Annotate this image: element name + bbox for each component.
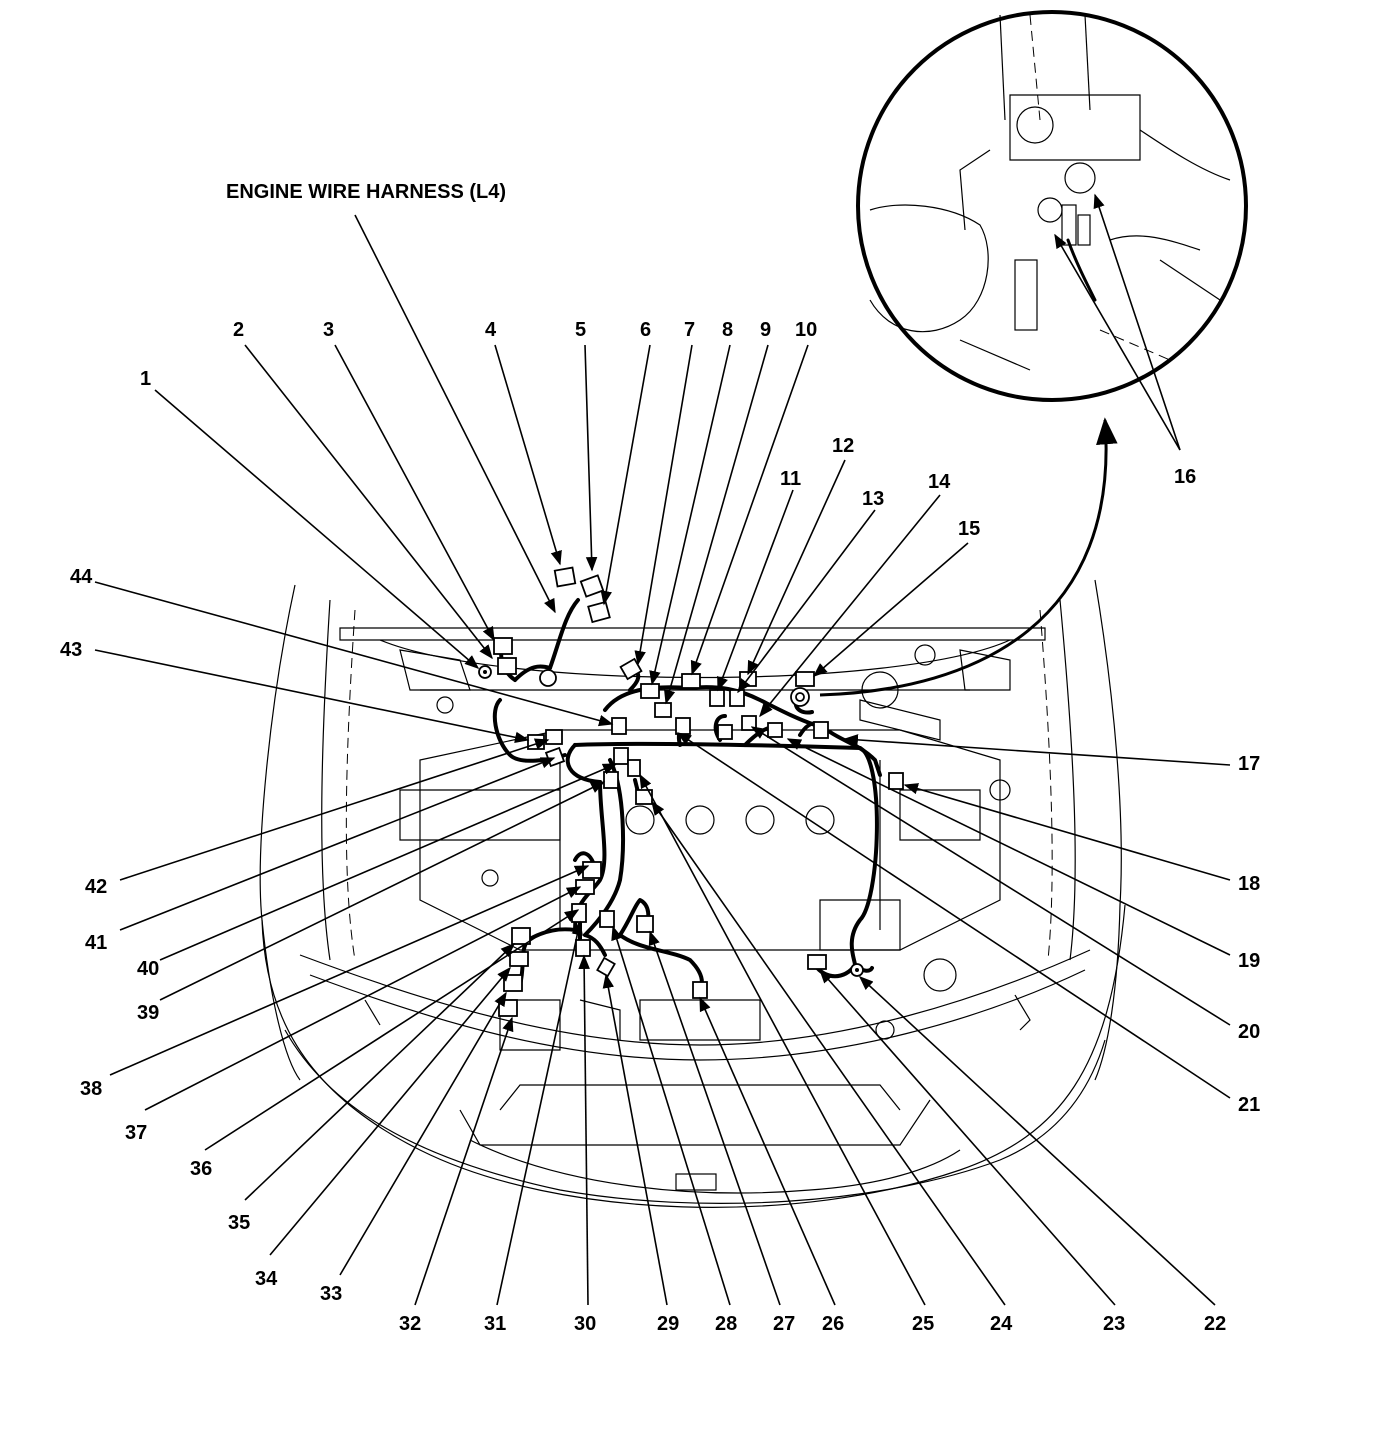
callout-23: 23 [1103,1313,1125,1335]
callout-29: 29 [657,1313,679,1335]
callout-2: 2 [233,319,244,341]
callout-9: 9 [760,319,771,341]
callout-16: 16 [1174,466,1196,488]
callout-25: 25 [912,1313,934,1335]
callout-43: 43 [60,639,82,661]
callout-14: 14 [928,471,951,493]
callout-8: 8 [722,319,733,341]
callout-26: 26 [822,1313,844,1335]
diagram-title: ENGINE WIRE HARNESS (L4) [226,181,506,203]
callout-22: 22 [1204,1313,1226,1335]
callout-17: 17 [1238,753,1260,775]
callout-31: 31 [484,1313,506,1335]
detail-inset-circle [856,10,1248,402]
callout-19: 19 [1238,950,1260,972]
callout-27: 27 [773,1313,795,1335]
callout-1: 1 [140,368,151,390]
callout-38: 38 [80,1078,102,1100]
callout-33: 33 [320,1283,342,1305]
callout-40: 40 [137,958,159,980]
callout-24: 24 [990,1313,1013,1335]
callout-37: 37 [125,1122,147,1144]
car-body-outline [259,579,1126,1208]
callout-39: 39 [137,1002,159,1024]
callout-32: 32 [399,1313,421,1335]
callout-6: 6 [640,319,651,341]
callout-36: 36 [190,1158,212,1180]
callout-4: 4 [485,319,497,341]
callout-41: 41 [85,932,107,954]
leader-lines [94,193,1231,1306]
callout-11: 11 [780,468,801,490]
callout-44: 44 [70,566,93,588]
callout-7: 7 [684,319,695,341]
callout-21: 21 [1238,1094,1260,1116]
callout-12: 12 [832,435,854,457]
callout-labels: 1 2 3 4 5 6 7 8 9 10 11 12 13 14 15 16 1… [60,319,1260,1335]
connectors [478,566,904,1017]
callout-5: 5 [575,319,586,341]
callout-30: 30 [574,1313,596,1335]
callout-35: 35 [228,1212,250,1234]
callout-3: 3 [323,319,334,341]
callout-10: 10 [795,319,817,341]
callout-20: 20 [1238,1021,1260,1043]
wire-harness [492,598,882,992]
callout-42: 42 [85,876,107,898]
callout-13: 13 [862,488,884,510]
callout-34: 34 [255,1268,278,1290]
callout-15: 15 [958,518,980,540]
callout-18: 18 [1238,873,1260,895]
callout-28: 28 [715,1313,737,1335]
